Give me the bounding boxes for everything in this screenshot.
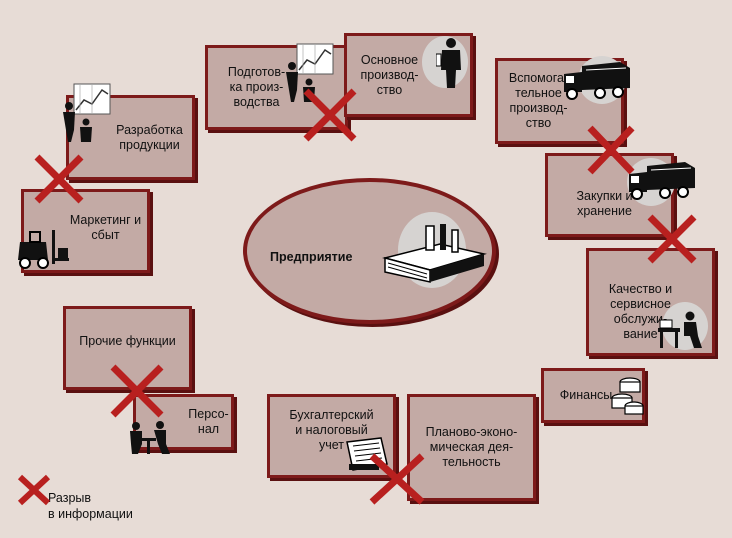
label-finance: Финансы <box>559 388 613 402</box>
coins-icon <box>611 377 644 415</box>
worker-icon <box>436 38 461 88</box>
label-quality-service: Качество и сервисное обслужи- вание <box>608 282 673 341</box>
enterprise-label: Предприятие <box>270 250 353 264</box>
truck-icon <box>629 162 695 200</box>
box-planning-economic: Планово-эконо- мическая дея- тельность <box>407 394 536 501</box>
cross-icon <box>303 88 357 142</box>
desk-worker-icon <box>658 311 702 348</box>
box-quality-service: Качество и сервисное обслужи- вание <box>586 248 715 356</box>
label-personnel: Персо- нал <box>188 407 229 436</box>
cross-icon <box>587 125 635 175</box>
truck-icon <box>564 62 630 100</box>
label-other-functions: Прочие функции <box>79 333 176 348</box>
box-marketing-sales: Маркетинг и сбыт <box>21 189 150 273</box>
factory-icon <box>382 224 487 283</box>
forklift-icon <box>18 230 69 269</box>
label-purchasing-storage: Закупки и хранение <box>576 189 633 218</box>
cross-icon <box>34 154 84 204</box>
meeting-icon <box>130 421 170 454</box>
label-main-production: Основное производ- ство <box>360 52 419 97</box>
label-product-development: Разработка продукции <box>116 122 183 152</box>
box-other-functions: Прочие функции <box>63 306 192 390</box>
legend-cross-icon <box>17 474 51 506</box>
chart-presenter-icon <box>286 43 334 102</box>
label-planning-economic: Планово-эконо- мическая дея- тельность <box>425 425 518 469</box>
label-auxiliary-production: Вспомога- тельное производ- ство <box>508 71 569 130</box>
label-accounting-tax: Бухгалтерский и налоговый учет <box>289 407 374 452</box>
cross-icon <box>647 214 697 264</box>
label-marketing-sales: Маркетинг и сбыт <box>69 213 142 242</box>
cross-icon <box>369 453 425 505</box>
cross-icon <box>110 364 164 418</box>
box-auxiliary-production: Вспомога- тельное производ- ство <box>495 58 624 144</box>
legend-label: Разрыв в информации <box>48 491 133 521</box>
chart-presenter-icon <box>63 83 111 142</box>
label-production-preparation: Подготов- ка произ- водства <box>227 65 286 109</box>
